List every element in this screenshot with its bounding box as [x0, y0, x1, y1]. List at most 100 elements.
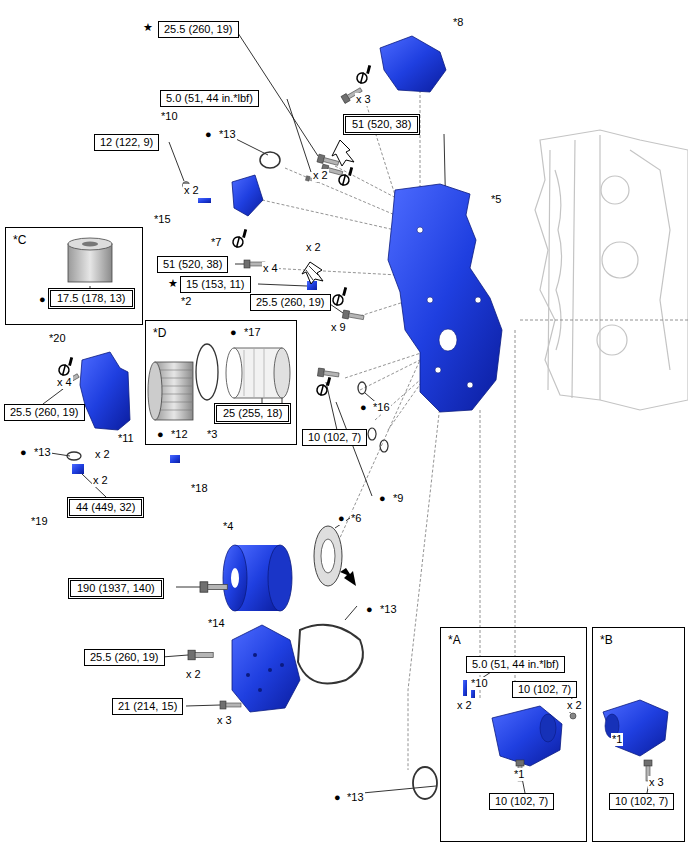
pin [463, 680, 467, 696]
gasket [298, 625, 363, 684]
torque-box: 190 (1937, 140) [68, 578, 164, 599]
torque-value: 25.5 (260, 19) [164, 23, 233, 35]
callout-label: x 4 [56, 376, 73, 389]
torque-value: 51 (520, 38) [163, 258, 222, 270]
gear-part [148, 362, 193, 420]
bolts [58, 86, 652, 781]
pump-dots [246, 653, 284, 692]
torque-value: 10 (102, 7) [518, 683, 571, 695]
inset-letter: *B [600, 633, 613, 647]
install-arrow [340, 568, 356, 586]
o-ring [368, 428, 388, 452]
inset-frame: *A 5.0 (51, 44 in.*lbf) 10 (102, 7) 10 (102… [440, 627, 587, 842]
pulley [223, 545, 292, 611]
callout-label: *5 [490, 193, 502, 206]
torque-value: 10 (102, 7) [495, 795, 548, 807]
bracket-part [380, 36, 446, 92]
inset-letter: *D [153, 326, 166, 340]
timing-cover [388, 184, 502, 412]
callout-label: ● [229, 326, 238, 339]
inset-letter: *C [13, 233, 26, 247]
cover-holes [417, 227, 481, 388]
callout-label: ● [19, 446, 28, 459]
callout-label: *4 [222, 520, 234, 533]
small-part [198, 198, 211, 203]
callout-label: ● [365, 603, 374, 616]
callout-label: *1 [513, 768, 525, 781]
torque-box: 21 (214, 15) [112, 698, 183, 715]
callout-label: x 3 [355, 93, 372, 106]
callout-label: ● [38, 293, 47, 306]
callout-label: *15 [153, 213, 172, 226]
callout-label: *8 [452, 16, 464, 29]
torque-value: 51 (520, 38) [352, 118, 411, 130]
inset-letter: *A [448, 633, 461, 647]
callout-label: *16 [372, 401, 391, 414]
torque-value: 10 (102, 7) [308, 431, 361, 443]
callout-label: *3 [206, 428, 218, 441]
callout-label: ● [359, 401, 368, 414]
callout-label: *13 [218, 128, 237, 141]
torque-value: 17.5 (178, 13) [57, 292, 126, 304]
torque-value: 25.5 (260, 19) [90, 651, 159, 663]
torque-box: 10 (102, 7) [512, 681, 577, 698]
pump-part [232, 625, 300, 712]
torque-box: 5.0 (51, 44 in.*lbf) [160, 90, 259, 107]
callout-label: *11 [117, 432, 135, 445]
callout-label: x 2 [305, 241, 322, 254]
torque-value: 15 (153, 11) [186, 278, 245, 290]
torque-value: 25.5 (260, 19) [10, 406, 79, 418]
torque-box: 17.5 (178, 13) [48, 288, 135, 309]
engine-block [535, 130, 688, 410]
torque-box: 51 (520, 38) [157, 256, 228, 273]
callout-label: *9 [392, 492, 404, 505]
callout-label: *7 [210, 236, 222, 249]
torque-box: 5.0 (51, 44 in.*lbf) [466, 656, 565, 673]
torque-value: 44 (449, 32) [76, 501, 135, 513]
torque-value: 5.0 (51, 44 in.*lbf) [472, 658, 559, 670]
callout-label: ● [337, 512, 346, 525]
oil-seal [314, 526, 342, 586]
callout-label: ● [333, 791, 342, 804]
callout-label: x 2 [92, 474, 109, 487]
callout-label: *6 [350, 512, 362, 525]
inset-frame: *B 10 (102, 7) [592, 627, 685, 842]
torque-value: 25 (255, 18) [223, 407, 282, 419]
callout-label: *1 [611, 733, 623, 746]
outlet-part [603, 700, 668, 756]
callout-label: x 2 [185, 668, 202, 681]
torque-value: 5.0 (51, 44 in.*lbf) [166, 92, 253, 104]
inset-frame: *D 25 (255, 18) [145, 320, 297, 445]
callout-label: x 4 [262, 262, 279, 275]
torque-value: 25.5 (260, 19) [256, 296, 325, 308]
callout-label: *20 [48, 332, 67, 345]
callout-label: ● [156, 428, 165, 441]
o-ring [196, 344, 218, 400]
callout-label: *13 [33, 446, 52, 459]
callout-label: *18 [190, 482, 209, 495]
torque-value: 10 (102, 7) [615, 795, 668, 807]
small-part [170, 455, 180, 463]
callout-label: *17 [243, 326, 262, 339]
service-symbols [56, 64, 377, 397]
oil-seal-hole [321, 539, 335, 573]
callout-label: x 2 [456, 699, 473, 712]
callout-label: ● [378, 492, 387, 505]
cover-part [232, 175, 263, 216]
outlet-part [492, 706, 562, 766]
callout-label: x 3 [216, 714, 233, 727]
o-ring [413, 767, 437, 799]
callout-label: x 2 [312, 169, 329, 182]
plug [72, 464, 84, 474]
torque-box: 25.5 (260, 19) [250, 294, 331, 311]
torque-box: 44 (449, 32) [67, 497, 144, 518]
torque-box: 15 (153, 11) [180, 276, 251, 293]
torque-box: 10 (102, 7) [302, 429, 367, 446]
torque-box: 12 (122, 9) [94, 134, 159, 151]
cap-part [226, 348, 290, 398]
callout-label: *10 [470, 677, 489, 690]
o-ring [67, 452, 81, 460]
washer [358, 382, 366, 394]
callout-label: *12 [170, 428, 189, 441]
callout-label: *13 [379, 603, 398, 616]
